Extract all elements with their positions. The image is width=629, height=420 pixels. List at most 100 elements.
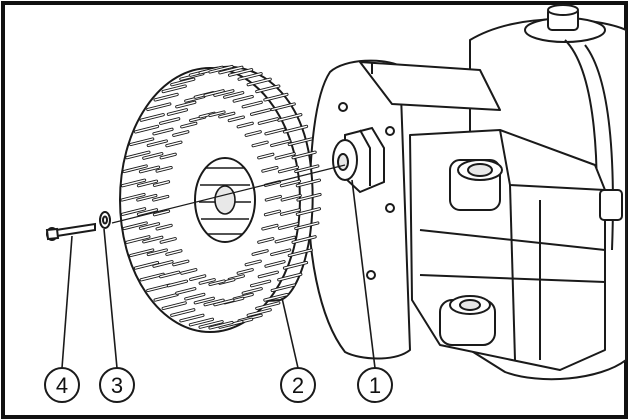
heat-sink-pin-highlight <box>264 293 288 301</box>
heat-sink-pin-highlight <box>258 271 278 278</box>
heat-sink-pin-highlight <box>199 279 215 284</box>
flange-screws <box>338 102 395 280</box>
heat-sink-pin-highlight <box>278 113 302 121</box>
heat-sink-pin-highlight <box>153 210 170 216</box>
heat-sink-pin-highlight <box>223 91 244 98</box>
heat-sink-pin-highlight <box>297 193 321 201</box>
heat-sink-pin-highlight <box>247 78 271 86</box>
heat-sink-pin-highlight <box>204 90 224 97</box>
heat-sink-pin-highlight <box>252 141 268 147</box>
heat-sink-pin-highlight <box>123 222 147 230</box>
heat-sink-pin-highlight <box>271 103 295 111</box>
heat-sink-pin-highlight <box>262 224 278 230</box>
heat-sink-pin-highlight <box>140 113 164 121</box>
assembly-axis-line <box>111 164 346 224</box>
leader-2 <box>281 297 299 369</box>
leader-3 <box>103 228 118 369</box>
heat-sink-pin-highlight <box>250 280 271 287</box>
heat-sink-pin-highlight <box>209 321 233 329</box>
heat-sink-pin-highlight <box>281 194 301 201</box>
heat-sink-pin-highlight <box>258 118 278 125</box>
heat-sink-pin-highlight <box>292 236 316 244</box>
heat-sink-pin-highlight <box>271 140 291 147</box>
heat-sink-pin-highlight <box>288 249 312 257</box>
heat-sink-pin-highlight <box>292 151 316 159</box>
heat-sink-pin-highlight <box>237 122 253 128</box>
heat-sink-pin-highlight <box>199 66 223 74</box>
heat-sink-pin-highlight <box>147 249 168 256</box>
heat-sink-pin-highlight <box>137 194 157 201</box>
heat-sink-pin-highlight <box>295 165 319 173</box>
heat-sink-pin-highlight <box>137 209 158 216</box>
heat-sink-pin-highlight <box>181 122 197 128</box>
heat-sink-pin-highlight <box>134 125 159 133</box>
heat-sink-pin-highlight <box>189 318 214 326</box>
heat-sink-pin-highlight <box>129 249 154 257</box>
heat-sink-pin-highlight <box>283 261 308 269</box>
heat-sink-pin-highlight <box>162 85 186 93</box>
heat-sink-pin-highlight <box>252 250 268 256</box>
callout-1-label: 1 <box>369 373 381 398</box>
heat-sink-pin-highlight <box>265 128 285 135</box>
heat-sink-pin-highlight <box>214 299 234 306</box>
heat-sink-pin-highlight <box>214 90 234 97</box>
heat-sink-pin-highlight <box>199 321 223 328</box>
heat-sink-pin-highlight <box>258 237 274 243</box>
heat-sink-pin-highlight <box>264 93 288 101</box>
heat-sink-pin-highlight <box>154 93 178 101</box>
heat-sink-pin-highlight <box>159 118 180 125</box>
heat-sink-pin-highlight <box>171 309 195 316</box>
callout-4: 4 <box>44 367 80 403</box>
heat-sink-pin-highlight <box>181 269 197 274</box>
heat-sink-pin-highlight <box>288 138 312 146</box>
heat-sink-pin-highlight <box>121 193 145 201</box>
heat-sink-pin-highlight <box>209 280 225 286</box>
heat-sink-pin-highlight <box>295 222 319 230</box>
heat-sink-pin-highlight <box>242 288 262 294</box>
heat-sink-pin-highlight <box>166 250 182 256</box>
heat-sink-pin-highlight <box>152 195 169 201</box>
heat-sink-pin-highlight <box>147 103 171 111</box>
heat-sink-pin-highlight <box>147 284 171 292</box>
callout-4-label: 4 <box>56 373 68 398</box>
heat-sink-pin-highlight <box>153 181 170 187</box>
heat-sink-pin-highlight <box>153 261 173 267</box>
heat-sink-pin-highlight <box>139 223 160 230</box>
heat-sink <box>119 64 322 333</box>
heat-sink-pin-highlight <box>233 95 253 102</box>
heat-sink-pin-highlight <box>278 273 302 281</box>
callout-2-label: 2 <box>292 373 304 398</box>
heat-sink-pin-highlight <box>280 180 301 187</box>
heat-sink-pin-highlight <box>139 166 160 173</box>
heat-sink-pin-highlight <box>173 260 189 266</box>
callout-leaders <box>61 179 376 369</box>
callout-3-label: 3 <box>111 373 123 398</box>
heat-sink-pin-highlight <box>265 195 281 201</box>
heat-sink-pin-highlight <box>271 249 291 256</box>
heat-sink-pin-highlight <box>156 224 172 230</box>
heat-sink-pin-highlight <box>121 208 146 216</box>
heat-sink-pin-highlight <box>256 85 280 93</box>
heat-sink-pin-highlight <box>189 275 206 281</box>
heat-sink-pin-highlight <box>173 131 189 137</box>
heat-sink-pin-highlight <box>228 68 253 76</box>
callout-1: 1 <box>357 367 393 403</box>
heat-sink-pin-highlight <box>129 138 154 146</box>
washer <box>99 211 111 229</box>
heat-sink-pin-highlight <box>275 236 295 243</box>
heat-sink-pin-highlight <box>283 125 308 133</box>
heat-sink-pin-highlight <box>264 210 281 216</box>
heat-sink-pin-highlight <box>278 223 299 230</box>
heat-sink-pin-highlight <box>143 152 163 159</box>
heat-sink-pin-highlight <box>296 208 321 216</box>
heat-sink-pin-highlight <box>126 151 150 159</box>
heat-sink-pin-highlight <box>143 236 163 243</box>
heat-sink-pin-highlight <box>250 109 271 116</box>
heat-sink-pin-highlight <box>194 297 215 304</box>
heat-sink-pin-highlight <box>171 78 195 86</box>
heat-sink-pin-highlight <box>154 293 178 301</box>
heat-sink-pin-highlight <box>271 284 295 292</box>
heat-sink-pin-highlight <box>160 237 176 243</box>
heat-sink-pin-highlight <box>160 153 176 159</box>
leader-1 <box>351 179 376 369</box>
